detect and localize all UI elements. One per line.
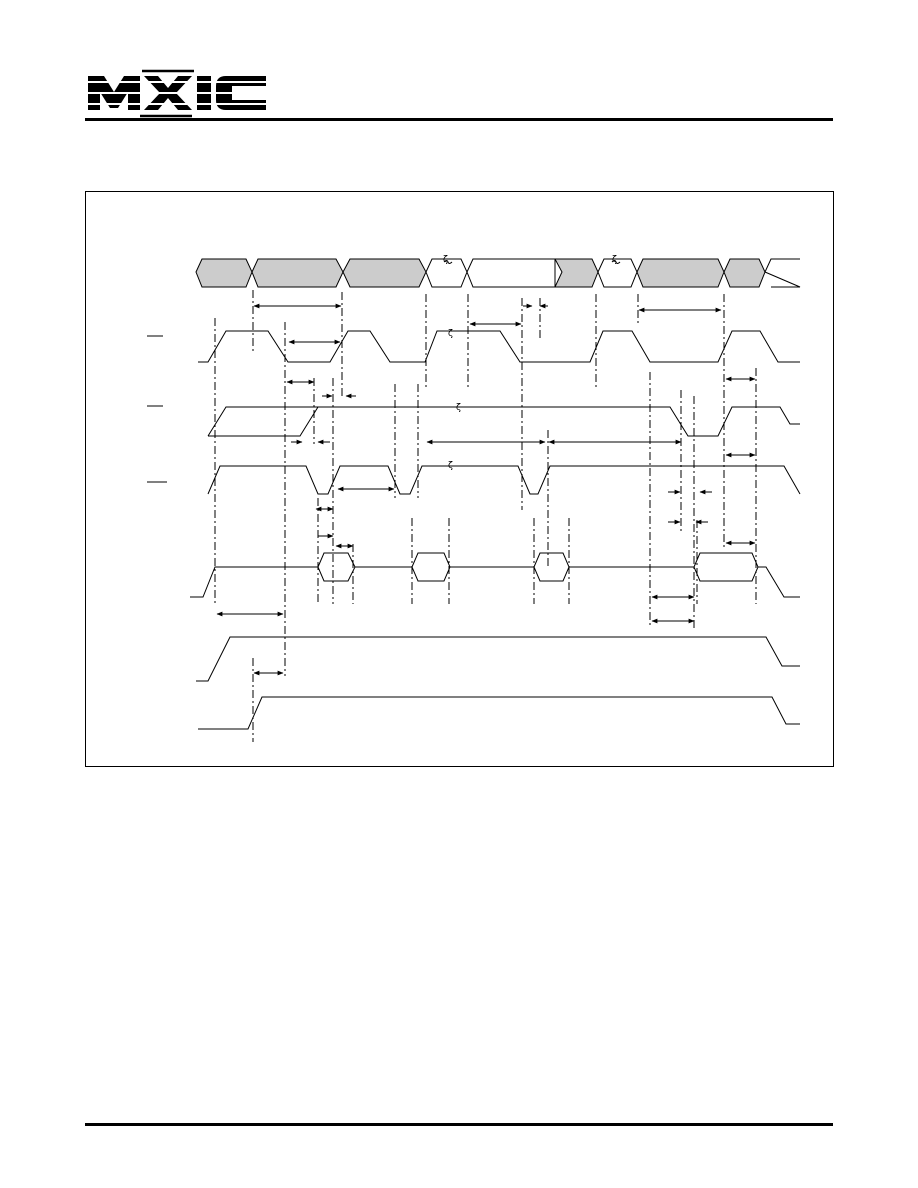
reset-ramp: [198, 696, 800, 730]
footer-rule: [85, 1123, 833, 1126]
svg-text:ζ: ζ: [448, 461, 453, 471]
signal-overbar-3: [207, 465, 801, 495]
reference-lines: [214, 290, 757, 742]
svg-text:ζ: ζ: [612, 255, 617, 265]
signal-overbar-1: [198, 330, 800, 363]
svg-text:ζ: ζ: [443, 255, 448, 265]
svg-text:ζ: ζ: [448, 329, 453, 339]
header-rule: [85, 118, 833, 121]
mxic-logo: [84, 69, 270, 118]
signal-overbar-2: [208, 406, 800, 437]
signal-label-overbars: [147, 335, 167, 483]
data-bus: [190, 552, 800, 598]
address-bus: ζ ζ: [195, 255, 801, 288]
svg-text:ζ: ζ: [456, 403, 461, 413]
timing-diagram-frame: [85, 191, 834, 767]
power-ramp: [196, 636, 800, 682]
